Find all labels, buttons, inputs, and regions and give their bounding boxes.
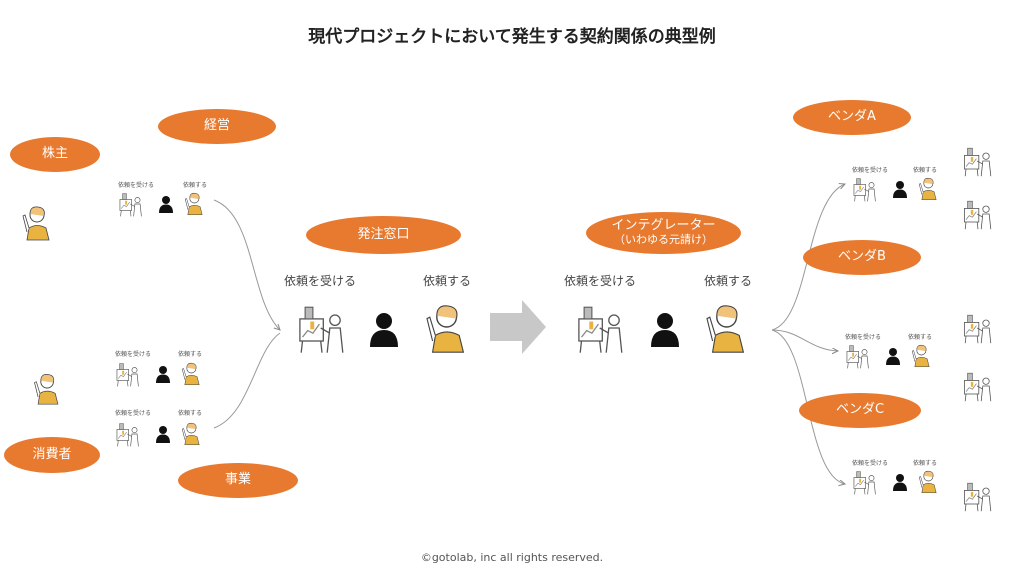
- person-silhouette-icon: [156, 366, 170, 383]
- presenter-icon: [964, 372, 992, 402]
- integrator-sublabel: （いわゆる元請け）: [614, 233, 713, 247]
- receive-label-small: 依頼を受ける: [845, 334, 882, 341]
- person-silhouette-icon: [651, 313, 679, 347]
- request-label-small: 依頼する: [908, 334, 933, 341]
- presenter-icon: [119, 193, 142, 217]
- person-silhouette-icon: [370, 313, 398, 347]
- presenter-icon: [964, 147, 992, 177]
- integrator-label: インテグレーター: [611, 218, 716, 234]
- connector-bottom-left: [213, 332, 281, 429]
- receive-label-ordering: 依頼を受ける: [284, 274, 357, 288]
- woman-pointing-icon: [911, 344, 930, 367]
- woman-pointing-icon: [426, 305, 465, 353]
- presenter-icon: [846, 345, 869, 369]
- request-label-small: 依頼する: [913, 460, 938, 467]
- page-title: 現代プロジェクトにおいて発生する契約関係の典型例: [308, 27, 716, 47]
- connector-to-vendor-b: [771, 329, 838, 351]
- receive-label-small: 依頼を受ける: [852, 460, 889, 467]
- copyright-footer: ©gotolab, inc all rights reserved.: [420, 551, 604, 564]
- woman-pointing-icon: [918, 177, 937, 200]
- management-pill: 経営: [158, 109, 276, 144]
- request-label-ordering: 依頼する: [423, 274, 472, 288]
- presenter-icon: [964, 314, 992, 344]
- shareholder-pill: 株主: [10, 137, 100, 172]
- integrator-pill: インテグレーター （いわゆる元請け）: [586, 212, 741, 254]
- presenter-icon: [116, 423, 139, 447]
- presenter-icon: [964, 482, 992, 512]
- person-silhouette-icon: [156, 426, 170, 443]
- vendor-c-pill: ベンダC: [799, 393, 921, 428]
- person-silhouette-icon: [886, 348, 900, 365]
- request-label-small: 依頼する: [178, 351, 203, 358]
- business-pill: 事業: [178, 463, 298, 498]
- presenter-icon: [853, 178, 876, 202]
- person-silhouette-icon: [893, 474, 907, 491]
- presenter-icon: [853, 471, 876, 495]
- presenter-icon: [964, 200, 992, 230]
- woman-pointing-icon: [181, 422, 200, 445]
- presenter-icon: [299, 306, 344, 353]
- request-label-integrator: 依頼する: [704, 274, 753, 288]
- receive-label-integrator: 依頼を受ける: [564, 274, 637, 288]
- person-silhouette-icon: [159, 196, 173, 213]
- woman-pointing-icon: [22, 206, 50, 241]
- receive-label-small: 依頼を受ける: [118, 182, 155, 189]
- request-label-small: 依頼する: [913, 167, 938, 174]
- consumer-pill: 消費者: [4, 437, 100, 473]
- vendor-a-pill: ベンダA: [793, 100, 911, 135]
- presenter-icon: [116, 363, 139, 387]
- woman-pointing-icon: [34, 374, 59, 405]
- woman-pointing-icon: [184, 192, 203, 215]
- receive-label-small: 依頼を受ける: [115, 410, 152, 417]
- person-silhouette-icon: [893, 181, 907, 198]
- woman-pointing-icon: [181, 362, 200, 385]
- receive-label-small: 依頼を受ける: [115, 351, 152, 358]
- woman-pointing-icon: [918, 470, 937, 493]
- connector-top-left: [213, 199, 280, 330]
- request-label-small: 依頼する: [183, 182, 208, 189]
- woman-pointing-icon: [706, 305, 745, 353]
- ordering-window-pill: 発注窓口: [306, 216, 461, 254]
- request-label-small: 依頼する: [178, 410, 203, 417]
- big-right-arrow: [490, 300, 546, 354]
- vendor-b-pill: ベンダB: [803, 240, 921, 275]
- receive-label-small: 依頼を受ける: [852, 167, 889, 174]
- presenter-icon: [578, 306, 623, 353]
